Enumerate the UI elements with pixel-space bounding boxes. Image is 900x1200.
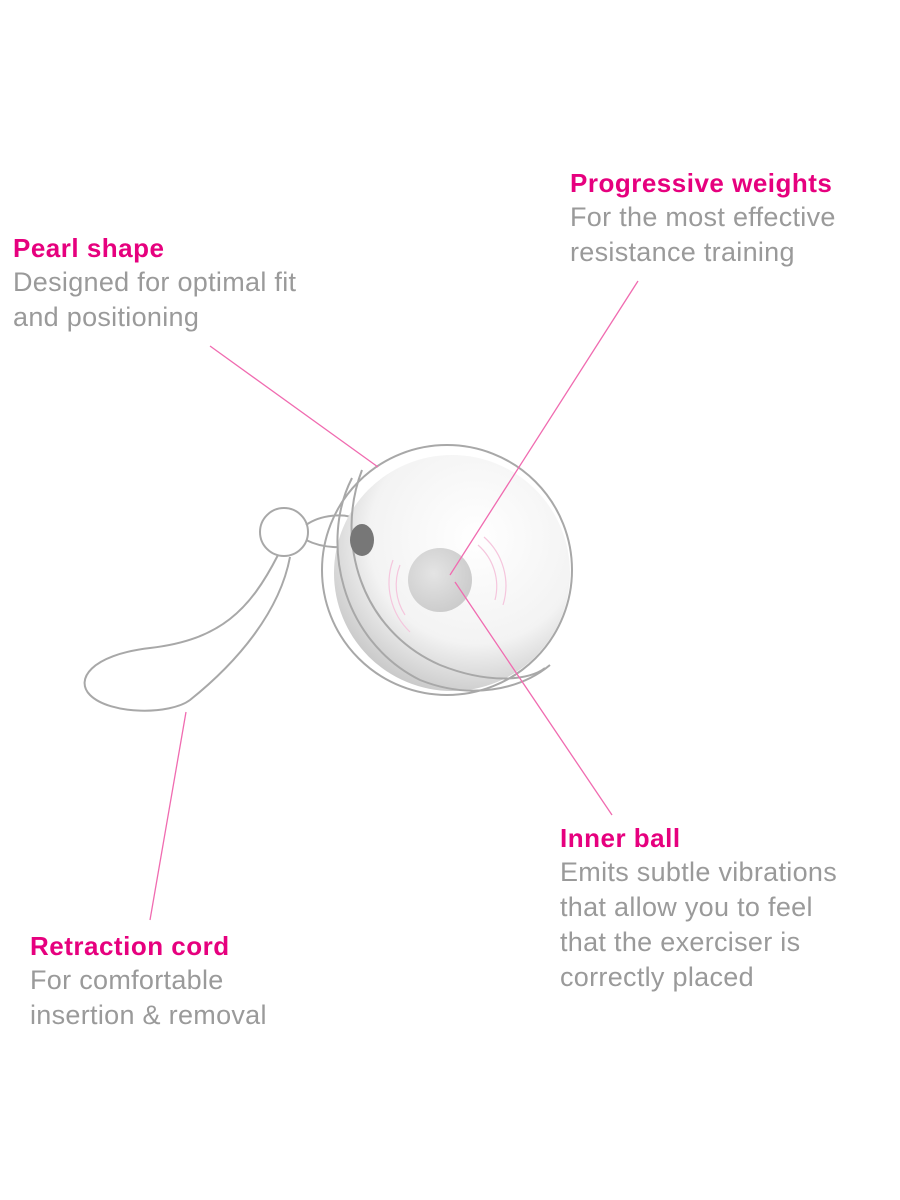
retraction-cord-loop [83, 507, 359, 712]
leader-cord [149, 711, 187, 921]
leader-lines [149, 280, 639, 921]
callout-title: Progressive weights [570, 168, 833, 198]
callout-pearl-shape: Pearl shape Designed for optimal fit and… [13, 231, 296, 335]
leader-inner [454, 581, 613, 816]
callout-description: Designed for optimal fit and positioning [13, 267, 297, 332]
inner-ball [388, 536, 507, 633]
callout-description: For comfortable insertion & removal [30, 965, 267, 1030]
callout-progressive-weights: Progressive weights For the most effecti… [570, 166, 836, 270]
callout-title: Retraction cord [30, 931, 230, 961]
callout-description: Emits subtle vibrations that allow you t… [560, 857, 838, 992]
callout-title: Pearl shape [13, 233, 165, 263]
leader-weights [449, 280, 639, 576]
leader-pearl [209, 345, 379, 468]
callout-retraction-cord: Retraction cord For comfortable insertio… [30, 929, 267, 1033]
callout-title: Inner ball [560, 823, 681, 853]
callout-description: For the most effective resistance traini… [570, 202, 836, 267]
callout-inner-ball: Inner ball Emits subtle vibrations that … [560, 821, 837, 995]
